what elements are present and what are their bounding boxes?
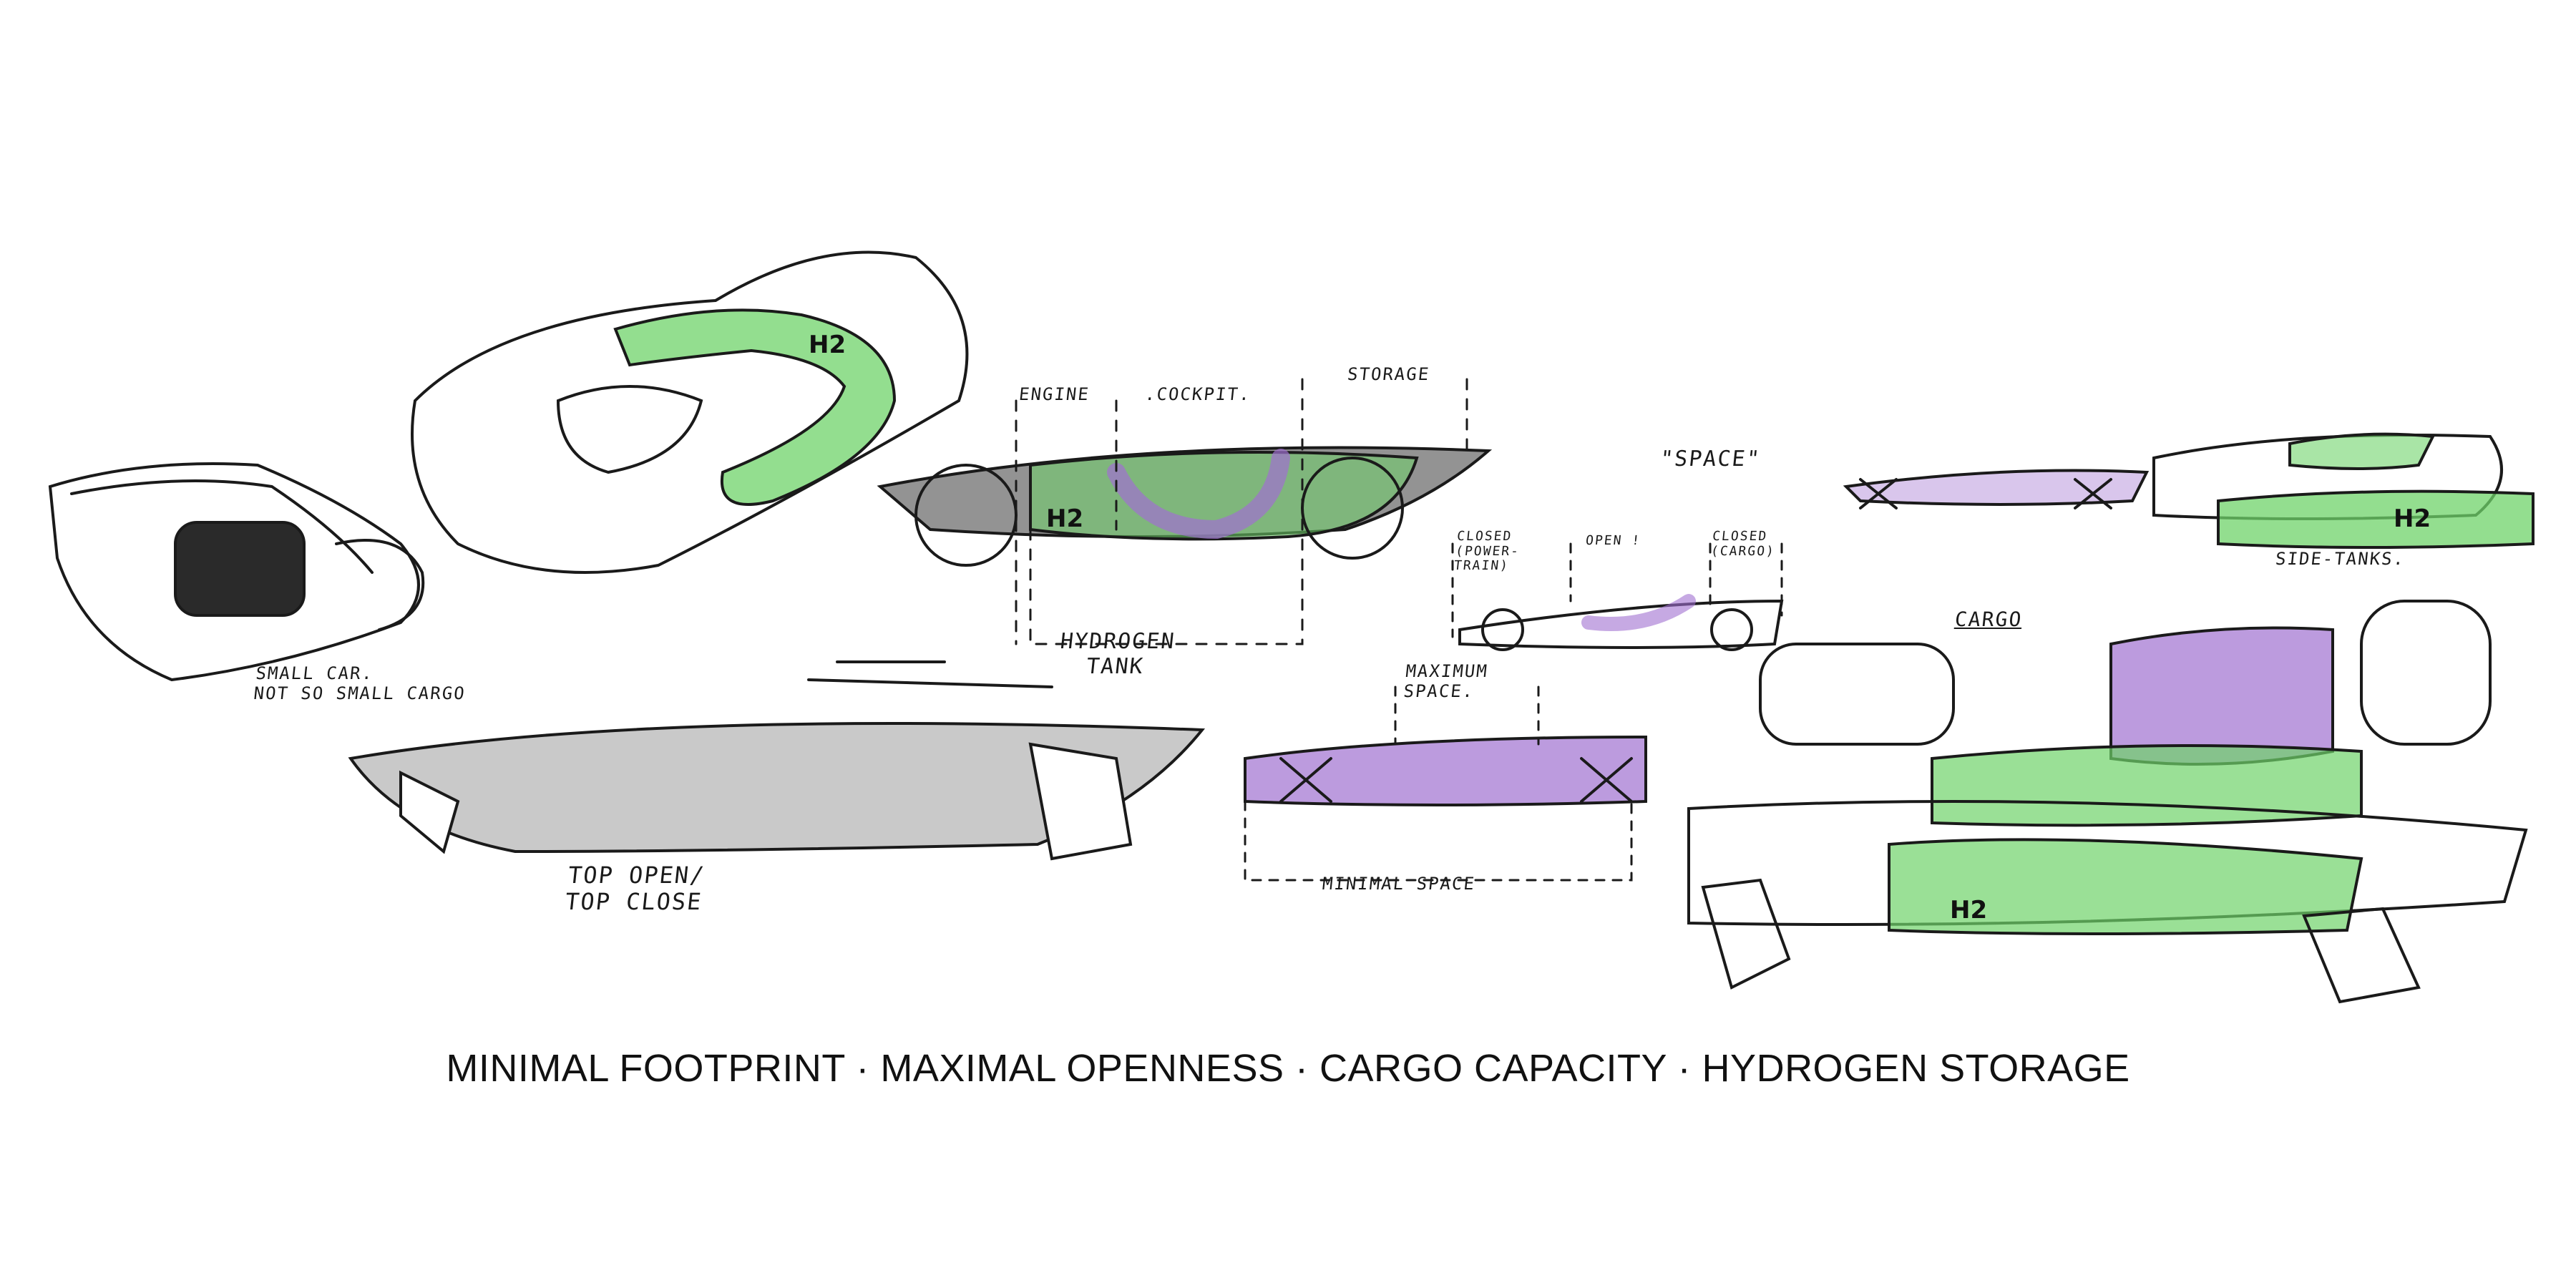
cockpit-label: .COCKPIT. xyxy=(1143,384,1252,404)
roof-note: TOP OPEN/ TOP CLOSE xyxy=(564,862,707,915)
engine-label: ENGINE xyxy=(1018,384,1091,404)
h2-label-side-tanks: H2 xyxy=(2394,504,2431,533)
side-tanks-label: SIDE-TANKS. xyxy=(2274,549,2406,569)
cargo-exploded-sketch xyxy=(1687,600,2528,1004)
storage-label: STORAGE xyxy=(1346,364,1431,384)
zones-sketch xyxy=(1451,542,1784,651)
side-tanks-sketch xyxy=(2152,432,2534,549)
top-view-sketch xyxy=(411,250,969,574)
closed-powertrain-label: CLOSED (POWER- TRAIN) xyxy=(1453,529,1521,574)
caption: MINIMAL FOOTPRINT · MAXIMAL OPENNESS · C… xyxy=(446,1047,2130,1090)
space-compare-sketch xyxy=(1244,686,1647,882)
h2-label-top-view: H2 xyxy=(809,331,847,359)
h2-label-side: H2 xyxy=(1046,504,1084,533)
maximum-space-label: MAXIMUM SPACE. xyxy=(1402,661,1490,701)
side-section-sketch xyxy=(877,378,1493,645)
closed-cargo-label: CLOSED (CARGO) xyxy=(1709,529,1776,559)
open-label: OPEN ! xyxy=(1584,533,1642,548)
space-sketch xyxy=(1843,469,2150,509)
hydrogen-tank-label: HYDROGEN TANK xyxy=(1059,629,1177,679)
small-car-note: SMALL CAR. NOT SO SMALL CARGO xyxy=(253,663,467,703)
minimal-space-label: MINIMAL SPACE xyxy=(1321,874,1477,894)
roof-sketch xyxy=(348,660,1206,861)
small-car-sketch xyxy=(48,462,425,682)
cargo-label: CARGO xyxy=(1953,608,2024,631)
space-label: "SPACE" xyxy=(1659,447,1762,472)
h2-label-cargo: H2 xyxy=(1950,896,1988,924)
